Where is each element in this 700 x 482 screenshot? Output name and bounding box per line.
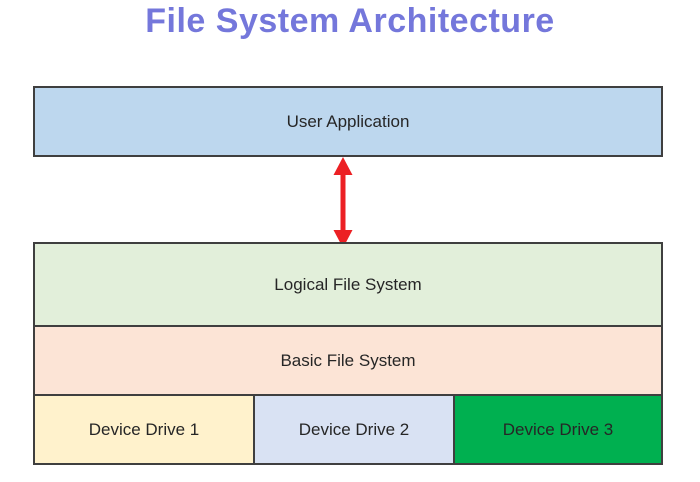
device-drive-2-box: Device Drive 2 <box>253 394 455 465</box>
device-drive-1-label: Device Drive 1 <box>88 419 200 439</box>
user-application-label: User Application <box>286 111 410 131</box>
basic-file-system-label: Basic File System <box>280 350 416 370</box>
device-drive-3-box: Device Drive 3 <box>453 394 663 465</box>
logical-file-system-label: Logical File System <box>274 274 422 294</box>
page-title: File System Architecture <box>145 2 555 40</box>
user-application-box: User Application <box>33 86 663 157</box>
basic-file-system-box: Basic File System <box>33 325 663 396</box>
device-drive-3-label: Device Drive 3 <box>502 419 614 439</box>
device-drive-2-label: Device Drive 2 <box>298 419 410 439</box>
logical-file-system-box: Logical File System <box>33 242 663 327</box>
device-drive-1-box: Device Drive 1 <box>33 394 255 465</box>
double-arrow-icon <box>330 157 356 248</box>
